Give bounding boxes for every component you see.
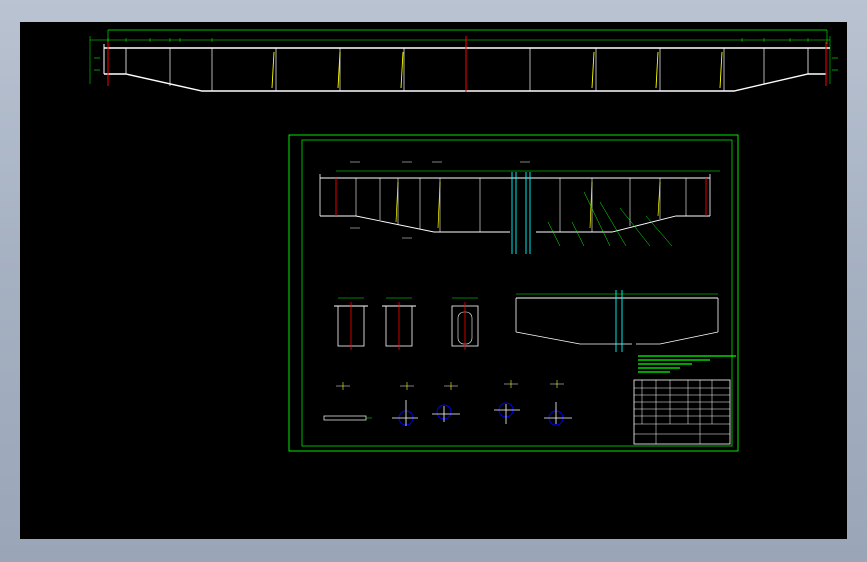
weld-details [323,380,572,426]
sheet-section-markers [395,181,661,229]
end-elevation [515,290,719,352]
cad-viewport[interactable] [20,22,847,539]
title-block-grid [634,380,730,444]
sheet-stiffeners [355,178,687,232]
detail-3 [432,382,460,422]
detail-4 [494,380,520,424]
notes-lines [638,355,736,373]
sheet-small-labels [350,161,530,239]
cross-section-1 [334,297,368,350]
side-markers [94,57,838,71]
sheet-outer-border [288,134,739,452]
sheet-leader-lines [547,191,673,247]
sheet-bottom-right [536,215,710,233]
detail-2 [392,382,418,426]
cross-sections [334,297,479,350]
detail-5 [544,380,572,426]
notes-block [638,355,736,373]
cad-drawing-canvas [89,29,838,452]
detail-1 [323,382,372,421]
cross-section-3 [451,297,479,350]
drawing-sheet [288,134,739,452]
sheet-bottom-left [320,215,510,233]
dimension-ticks [107,38,809,42]
title-block [633,379,731,445]
sheet-girder-elevation [319,161,720,254]
girder-elevation-drawing [89,29,838,92]
title-block-frame [633,379,731,445]
sheet-inner-border [301,139,733,447]
section-marker-lines [271,51,723,89]
cross-section-2 [382,297,416,350]
stiffener-lines [169,48,765,91]
